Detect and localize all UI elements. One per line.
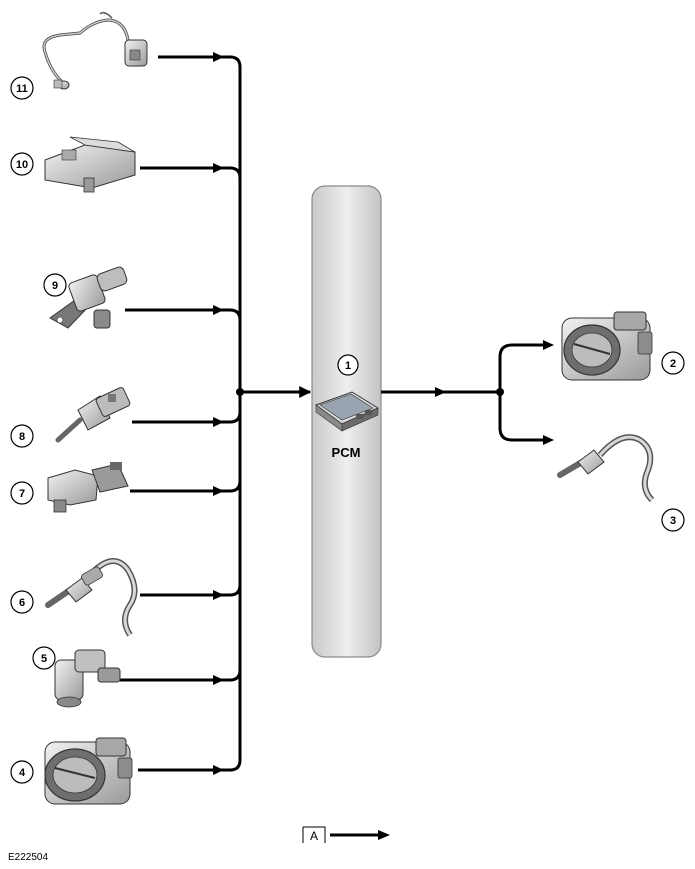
legend-key-label: A	[310, 829, 318, 843]
output-junction-dot	[496, 388, 504, 396]
component-3-oxygen-sensor-icon	[557, 434, 655, 503]
output-line-2	[498, 343, 545, 392]
arrow-output-2	[543, 340, 554, 350]
callout-3: 3	[661, 508, 685, 532]
output-arrows	[435, 340, 554, 445]
output-wiring	[381, 343, 545, 442]
component-7-sensor-icon	[47, 462, 129, 513]
callout-2: 2	[661, 351, 685, 375]
bus-junction-dot	[236, 388, 244, 396]
callout-9: 9	[43, 273, 67, 297]
pcm-chip-icon	[314, 391, 380, 432]
arrow-5	[213, 675, 224, 685]
arrow-output-main	[435, 387, 446, 397]
callout-4: 4	[10, 760, 34, 784]
svg-text:7: 7	[19, 488, 25, 500]
component-9-sensor-icon	[49, 266, 128, 329]
svg-text:3: 3	[670, 515, 676, 527]
arrow-6	[213, 590, 224, 600]
callout-11: 11	[10, 76, 34, 100]
legend-arrow-head	[378, 830, 390, 840]
svg-text:10: 10	[16, 159, 28, 171]
svg-text:5: 5	[41, 653, 47, 665]
pcm-callout-number: 1	[345, 360, 351, 372]
component-6-sensor-icon	[45, 558, 138, 637]
callout-7: 7	[10, 481, 34, 505]
component-2-throttle-body-icon	[561, 311, 653, 381]
arrow-9	[213, 305, 224, 315]
input-line-6	[140, 584, 242, 597]
svg-text:4: 4	[19, 767, 26, 779]
arrow-11	[213, 52, 224, 62]
callout-10: 10	[10, 152, 34, 176]
pcm-callout-circle	[337, 354, 359, 376]
svg-text:6: 6	[19, 597, 25, 609]
svg-text:8: 8	[19, 431, 25, 443]
arrow-output-3	[543, 435, 554, 445]
component-10-sensor-icon	[44, 136, 136, 193]
input-wiring	[120, 55, 312, 772]
svg-text:9: 9	[52, 280, 58, 292]
svg-text:11: 11	[16, 83, 28, 95]
component-4-throttle-body-icon	[44, 737, 133, 805]
output-line-3	[498, 392, 545, 442]
component-8-sensor-icon	[55, 387, 131, 443]
input-line-5	[120, 669, 242, 682]
input-arrows	[213, 52, 224, 775]
arrow-4	[213, 765, 224, 775]
svg-text:2: 2	[670, 358, 676, 370]
callout-8: 8	[10, 424, 34, 448]
arrow-7	[213, 486, 224, 496]
pcm-callout: 1	[337, 354, 359, 376]
figure-id: E222504	[8, 852, 48, 863]
input-line-8	[132, 411, 242, 424]
input-line-9	[125, 308, 242, 321]
input-line-7	[130, 480, 242, 493]
callout-6: 6	[10, 590, 34, 614]
pcm-label: PCM	[332, 445, 361, 460]
legend-key-box	[302, 826, 326, 843]
input-line-10	[140, 166, 242, 179]
callout-5: 5	[32, 646, 56, 670]
component-5-sensor-icon	[54, 649, 121, 708]
legend: A	[302, 826, 390, 843]
arrow-10	[213, 163, 224, 173]
component-11-sensor-icon	[42, 11, 148, 90]
arrow-8	[213, 417, 224, 427]
